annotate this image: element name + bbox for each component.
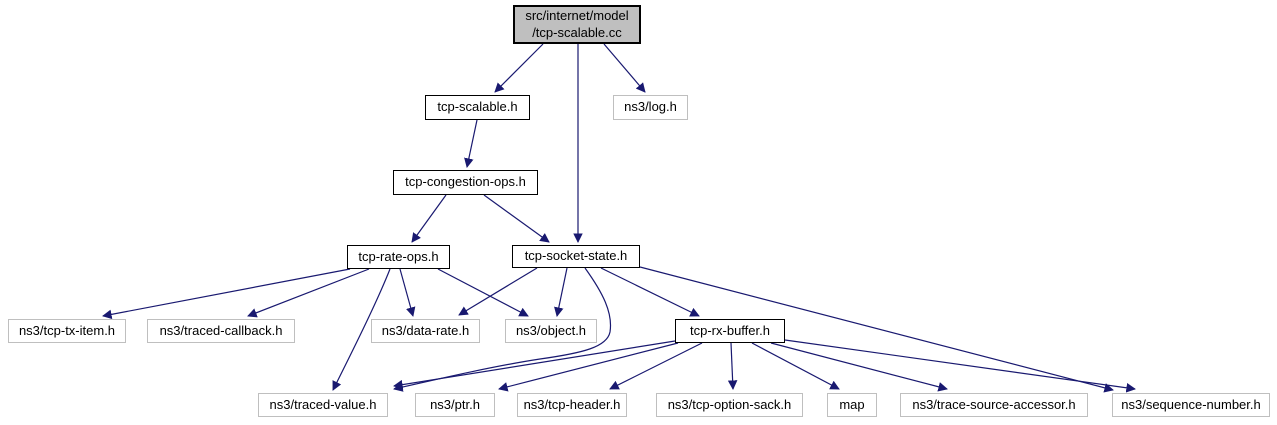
node-ns3-data-rate-h: ns3/data-rate.h — [371, 319, 480, 343]
edge-tcp-rate-ops-h--ns3-traced-callback-h — [247, 268, 370, 318]
edge-tcp-rx-buffer-h--ns3-traced-value-h — [393, 340, 676, 390]
node-tcp-socket-state-h[interactable]: tcp-socket-state.h — [512, 245, 640, 268]
node-ns3-trace-source-accessor-h: ns3/trace-source-accessor.h — [900, 393, 1088, 417]
node-ns3-object-h: ns3/object.h — [505, 319, 597, 343]
node-ns3-traced-value-h: ns3/traced-value.h — [258, 393, 388, 417]
edge-tcp-rate-ops-h--ns3-data-rate-h — [399, 268, 416, 317]
node-ns3-traced-callback-h: ns3/traced-callback.h — [147, 319, 295, 343]
edge-tcp-socket-state-h--ns3-object-h — [554, 267, 568, 317]
node-ns3-tcp-header-h: ns3/tcp-header.h — [517, 393, 627, 417]
edge-tcp-rate-ops-h--ns3-object-h — [437, 268, 529, 317]
edge-tcp-socket-state-h--ns3-data-rate-h — [458, 267, 538, 316]
edge-tcp-rx-buffer-h--ns3-trace-source-accessor-h — [770, 342, 948, 392]
edge-tcp-socket-state-h--tcp-rx-buffer-h — [600, 267, 700, 317]
node-map: map — [827, 393, 877, 417]
edges — [102, 43, 1136, 393]
edge-tcp-congestion-ops-h--tcp-socket-state-h — [483, 194, 550, 243]
node-src-tcp-scalable-cc: src/internet/model /tcp-scalable.cc — [513, 5, 641, 44]
edge-tcp-rate-ops-h--ns3-tcp-tx-item-h — [102, 268, 351, 320]
edge-tcp-rx-buffer-h--ns3-tcp-option-sack-h — [727, 342, 738, 390]
edge-tcp-congestion-ops-h--tcp-rate-ops-h — [411, 194, 447, 243]
edge-tcp-socket-state-h--ns3-traced-value-h — [393, 267, 612, 392]
node-tcp-scalable-h[interactable]: tcp-scalable.h — [425, 95, 530, 120]
node-ns3-tcp-option-sack-h: ns3/tcp-option-sack.h — [656, 393, 803, 417]
node-tcp-rx-buffer-h[interactable]: tcp-rx-buffer.h — [675, 319, 785, 343]
edge-tcp-rx-buffer-h--ns3-sequence-number-h — [784, 339, 1136, 393]
node-ns3-tcp-tx-item-h: ns3/tcp-tx-item.h — [8, 319, 126, 343]
edge-tcp-scalable-h--tcp-congestion-ops-h — [464, 119, 478, 168]
edge-tcp-rx-buffer-h--map — [751, 342, 840, 390]
node-tcp-congestion-ops-h[interactable]: tcp-congestion-ops.h — [393, 170, 538, 195]
node-tcp-rate-ops-h[interactable]: tcp-rate-ops.h — [347, 245, 450, 269]
node-ns3-ptr-h: ns3/ptr.h — [415, 393, 495, 417]
edge-src-tcp-scalable-cc--ns3-log-h — [603, 43, 646, 93]
node-ns3-sequence-number-h: ns3/sequence-number.h — [1112, 393, 1270, 417]
edge-tcp-rx-buffer-h--ns3-tcp-header-h — [609, 342, 703, 390]
edge-tcp-rx-buffer-h--ns3-ptr-h — [498, 342, 679, 392]
node-ns3-log-h: ns3/log.h — [613, 95, 688, 120]
edge-tcp-socket-state-h--ns3-sequence-number-h — [639, 266, 1114, 393]
edge-tcp-rate-ops-h--ns3-traced-value-h — [332, 268, 391, 391]
edge-src-tcp-scalable-cc--tcp-scalable-h — [494, 43, 544, 93]
